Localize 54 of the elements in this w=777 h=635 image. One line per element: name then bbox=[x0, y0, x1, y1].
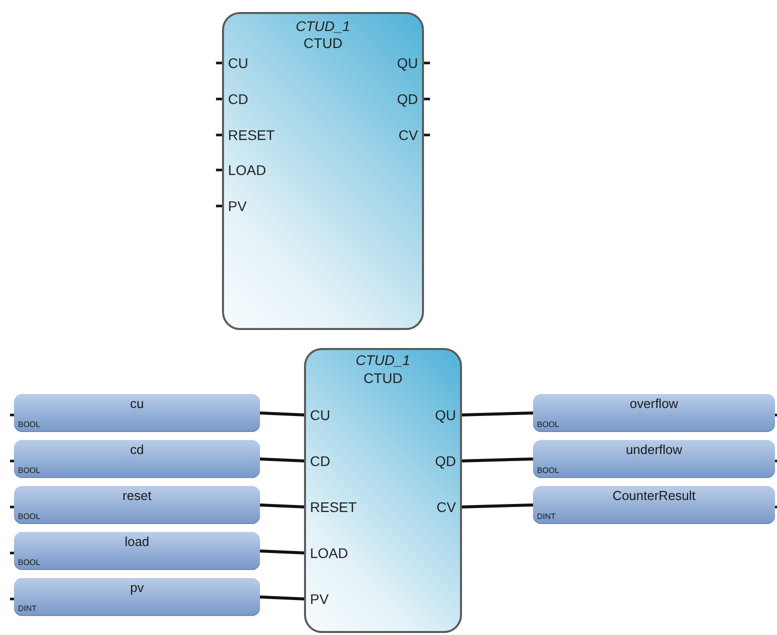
variable-box bbox=[533, 486, 775, 524]
data-type: BOOL bbox=[18, 466, 40, 475]
pin-name: QU bbox=[435, 407, 456, 423]
variable-name: pv bbox=[129, 580, 145, 595]
variable-name: underflow bbox=[624, 442, 684, 457]
pin-name: RESET bbox=[310, 499, 357, 515]
variable-name: cd bbox=[129, 442, 145, 457]
data-type: BOOL bbox=[18, 420, 40, 429]
variable-name: reset bbox=[122, 488, 152, 503]
variable-name: overflow bbox=[628, 396, 680, 411]
wire bbox=[260, 504, 306, 508]
variable-box bbox=[14, 486, 260, 524]
wire bbox=[460, 458, 534, 462]
wire bbox=[260, 550, 306, 554]
pin-name: QD bbox=[435, 453, 456, 469]
variable-box bbox=[14, 578, 260, 616]
pin-name: CD bbox=[228, 91, 248, 107]
variable-name: load bbox=[124, 534, 150, 549]
variable-name: cu bbox=[129, 396, 145, 411]
variable-box bbox=[14, 532, 260, 570]
data-type: BOOL bbox=[537, 466, 560, 475]
data-type: BOOL bbox=[537, 420, 560, 429]
pin-name: CU bbox=[310, 407, 330, 423]
wire bbox=[460, 412, 534, 416]
wire bbox=[260, 412, 306, 416]
variable-box bbox=[533, 440, 775, 478]
pin-name: PV bbox=[310, 591, 329, 607]
data-type: DINT bbox=[537, 512, 556, 521]
block-type: CTUD bbox=[362, 370, 404, 386]
pin-name: QD bbox=[397, 91, 418, 107]
data-type: BOOL bbox=[18, 558, 40, 567]
variable-box bbox=[14, 394, 260, 432]
pin-name: RESET bbox=[228, 127, 275, 143]
pin-name: LOAD bbox=[228, 162, 266, 178]
block-type: CTUD bbox=[302, 35, 344, 51]
function-block bbox=[304, 348, 462, 633]
function-block bbox=[222, 12, 424, 330]
pin-name: PV bbox=[228, 198, 247, 214]
data-type: DINT bbox=[18, 604, 37, 613]
pin-name: CD bbox=[310, 453, 330, 469]
pin-name: CV bbox=[398, 127, 418, 143]
variable-box bbox=[533, 394, 775, 432]
instance-name: CTUD_1 bbox=[294, 18, 352, 34]
variable-name: CounterResult bbox=[611, 488, 697, 503]
variable-box bbox=[14, 440, 260, 478]
wire bbox=[260, 458, 306, 462]
data-type: BOOL bbox=[18, 512, 40, 521]
instance-name: CTUD_1 bbox=[354, 352, 412, 368]
wire bbox=[460, 504, 534, 508]
pin-name: CU bbox=[228, 55, 248, 71]
pin-name: CV bbox=[436, 499, 456, 515]
wire bbox=[260, 596, 306, 600]
pin-name: LOAD bbox=[310, 545, 348, 561]
pin-name: QU bbox=[397, 55, 418, 71]
